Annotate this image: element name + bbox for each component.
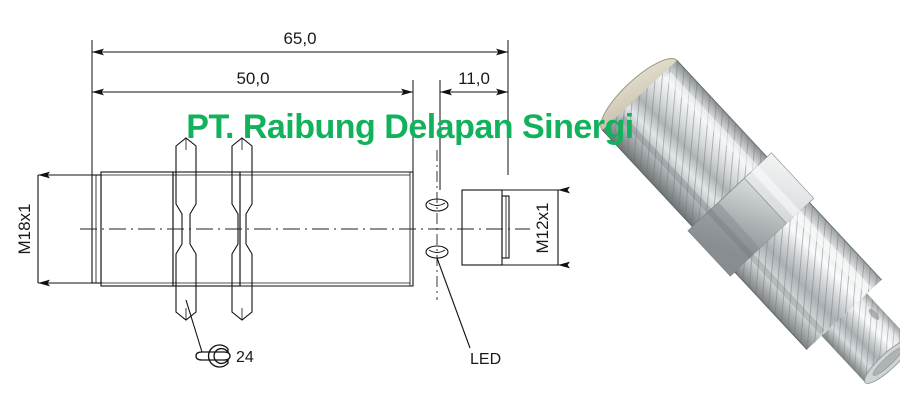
dimension-barrel-thread-label: M18x1	[15, 203, 34, 254]
led-leader	[436, 257, 471, 349]
hex-nut-front	[175, 137, 197, 321]
dimension-overall-length	[91, 40, 509, 175]
wrench-leader	[185, 299, 203, 353]
dimension-body-length	[92, 80, 414, 175]
wrench-size-label: 24	[236, 349, 254, 366]
dimension-body-length-label: 50,0	[236, 69, 269, 88]
dimension-connector-thread	[500, 186, 570, 269]
dimension-overall-length-label: 65,0	[283, 29, 316, 48]
dimension-connector-length	[439, 80, 508, 190]
hex-nut-rear	[231, 137, 253, 321]
dimension-connector-thread-label: M12x1	[533, 202, 552, 253]
m12-connector	[461, 189, 510, 266]
dimension-connector-length-label: 11,0	[458, 69, 490, 88]
wrench-icon	[195, 344, 231, 368]
product-photo	[600, 58, 900, 384]
sensor-outline	[91, 171, 414, 287]
dimension-barrel-thread	[37, 171, 100, 287]
led-callout-label: LED	[470, 351, 501, 368]
